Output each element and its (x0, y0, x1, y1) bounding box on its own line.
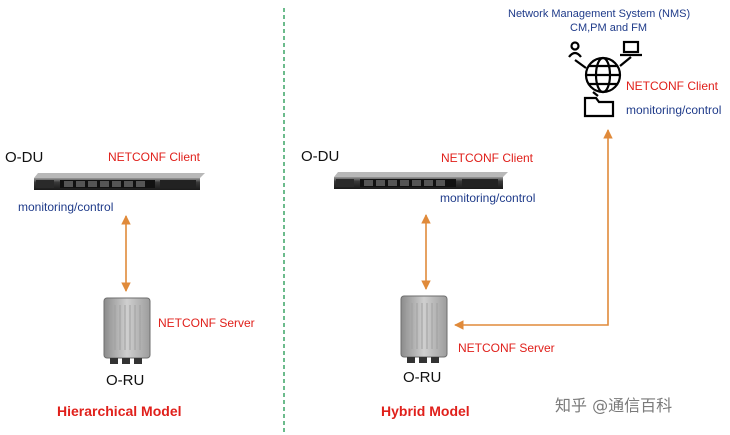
oru-label-left: O-RU (106, 372, 145, 389)
hybrid-model-title: Hybrid Model (381, 403, 470, 419)
nms-link-arrow (454, 129, 613, 330)
oru-unit-right (400, 295, 448, 363)
netconf-server-label-right: NETCONF Server (458, 341, 555, 355)
oru-label-right: O-RU (403, 369, 442, 386)
nms-monitoring-control-label: monitoring/control (626, 103, 722, 117)
watermark: 知乎 @通信百科 (555, 396, 673, 415)
monitoring-control-label-right: monitoring/control (440, 191, 536, 205)
monitoring-control-label-left: monitoring/control (18, 200, 114, 214)
odu-label-right: O-DU (301, 148, 340, 165)
netconf-client-label-left: NETCONF Client (108, 150, 201, 164)
odu-server-right (334, 172, 508, 189)
netconf-client-label-right: NETCONF Client (441, 151, 534, 165)
nms-icon (568, 40, 642, 118)
nms-subtitle: CM,PM and FM (570, 22, 648, 34)
nms-netconf-client-label: NETCONF Client (626, 79, 719, 93)
netconf-server-label-left: NETCONF Server (158, 316, 255, 330)
nms-title: Network Management System (NMS) (508, 8, 691, 20)
odu-server-left (34, 173, 205, 190)
oru-unit-left (103, 297, 151, 364)
hierarchical-model-title: Hierarchical Model (57, 403, 182, 419)
odu-label-left: O-DU (5, 149, 44, 166)
